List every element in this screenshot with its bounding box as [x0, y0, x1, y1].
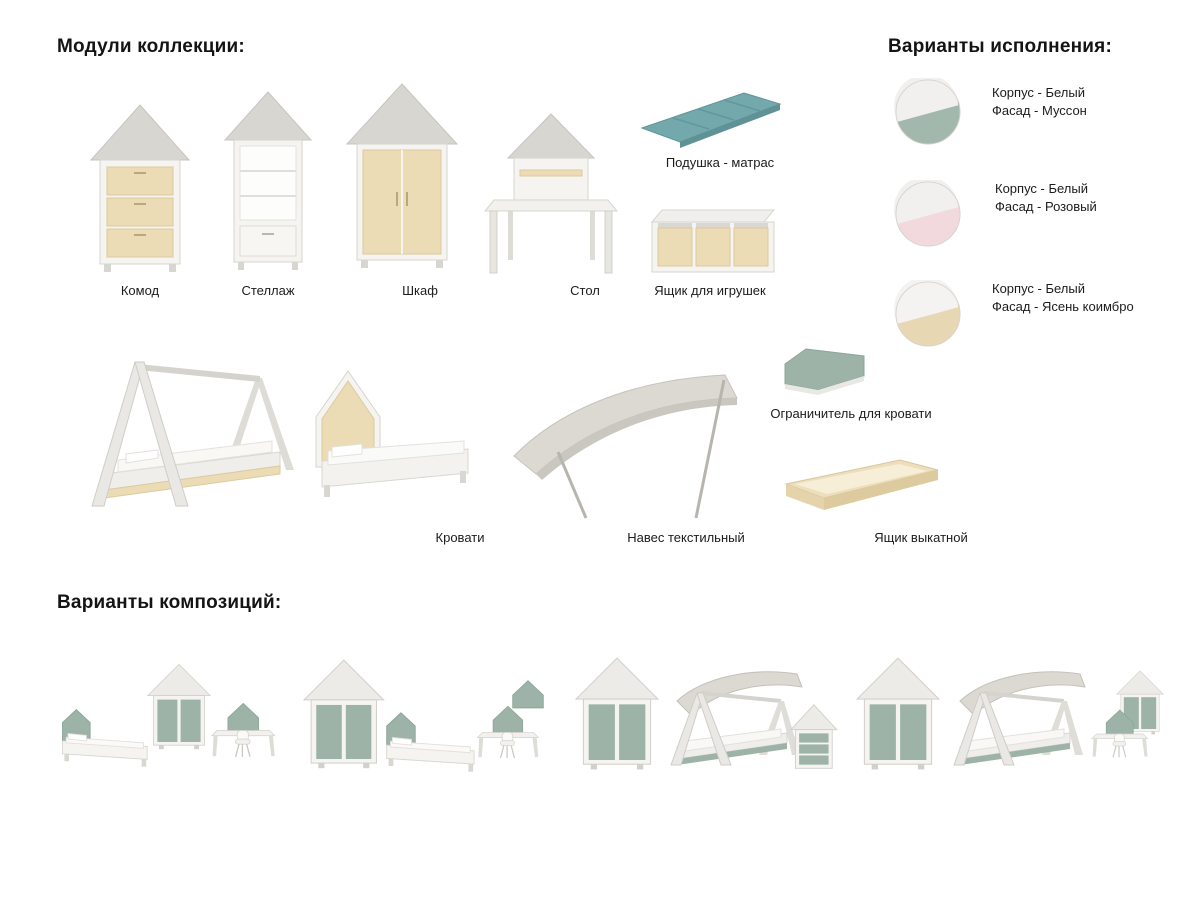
podushka-illustration — [640, 92, 782, 148]
ogranichitel-label: Ограничитель для кровати — [770, 406, 932, 421]
finish-swatch-rozovyy — [894, 180, 961, 247]
finish-3-facade: Фасад - Ясень коимбро — [992, 299, 1134, 314]
composition-2 — [303, 659, 544, 773]
toybox-label: Ящик для игрушек — [654, 283, 766, 298]
finish-swatch-yasen — [894, 280, 961, 347]
podushka-label: Подушка - матрас — [665, 155, 775, 170]
toybox-illustration — [650, 209, 776, 273]
finish-2-body: Корпус - Белый — [995, 181, 1088, 196]
shkaf-label: Шкаф — [402, 283, 438, 298]
shkaf-illustration — [345, 83, 459, 268]
naves-illustration — [513, 374, 738, 519]
finishes-heading: Варианты исполнения: — [888, 36, 1112, 57]
komod-label: Комод — [120, 283, 160, 298]
finish-2-facade: Фасад - Розовый — [995, 199, 1097, 214]
finish-swatch-musson — [894, 78, 961, 145]
tent-bed-illustration — [91, 361, 294, 507]
naves-label: Навес текстильный — [627, 530, 745, 545]
compositions-heading: Варианты композиций: — [57, 592, 282, 613]
finish-1-facade: Фасад - Муссон — [992, 103, 1087, 118]
finish-1-body: Корпус - Белый — [992, 85, 1085, 100]
krovati-label: Кровати — [435, 530, 485, 545]
ogranichitel-illustration — [784, 348, 865, 395]
stellazh-illustration — [223, 91, 313, 270]
modules-heading: Модули коллекции: — [57, 36, 245, 57]
composition-1 — [62, 664, 276, 768]
stellazh-label: Стеллаж — [241, 283, 295, 298]
bed-illustration — [315, 370, 469, 497]
finish-3-body: Корпус - Белый — [992, 281, 1085, 296]
yashchik-vykatnoy-illustration — [784, 459, 939, 510]
composition-3 — [575, 657, 838, 770]
composition-4 — [856, 657, 1164, 770]
stol-label: Стол — [570, 283, 600, 298]
komod-illustration — [89, 104, 191, 272]
yashchik-vykatnoy-label: Ящик выкатной — [874, 530, 968, 545]
stol-illustration — [484, 113, 619, 274]
